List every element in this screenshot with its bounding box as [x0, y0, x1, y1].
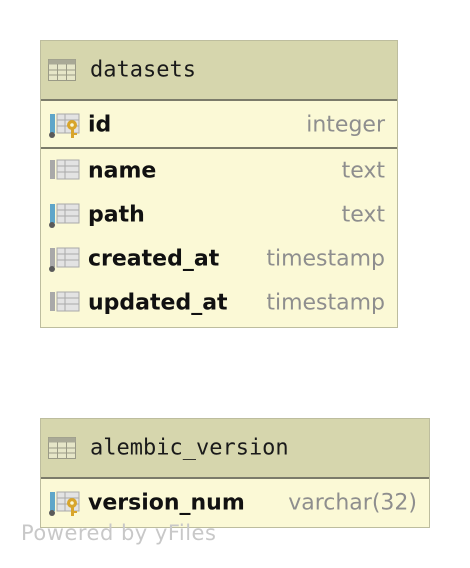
table-icon — [48, 59, 76, 81]
column-name: path — [88, 202, 145, 228]
table-icon — [48, 437, 76, 459]
table-row[interactable]: updated_at timestamp — [41, 281, 397, 325]
indexed-column-icon — [49, 203, 80, 228]
column-icon — [50, 159, 80, 180]
table-header[interactable]: datasets — [41, 41, 397, 101]
column-type: text — [341, 202, 385, 228]
column-name: created_at — [88, 246, 220, 272]
table-datasets[interactable]: datasets id integer name text — [40, 40, 398, 328]
primary-key-column-icon — [49, 491, 80, 516]
table-row[interactable]: version_num varchar(32) — [41, 481, 429, 525]
table-row[interactable]: path text — [41, 193, 397, 237]
column-name: updated_at — [88, 290, 228, 316]
column-name: version_num — [88, 490, 245, 516]
column-type: timestamp — [266, 246, 385, 272]
column-type: timestamp — [266, 290, 385, 316]
column-type: varchar(32) — [288, 490, 417, 516]
column-type: integer — [306, 112, 385, 138]
primary-key-divider — [41, 147, 397, 149]
table-alembic-version[interactable]: alembic_version version_num varchar(32) — [40, 418, 430, 528]
table-row[interactable]: id integer — [41, 103, 397, 147]
table-row[interactable]: created_at timestamp — [41, 237, 397, 281]
column-type: text — [341, 158, 385, 184]
primary-key-column-icon — [49, 113, 80, 138]
watermark-text: Powered by yFiles — [21, 521, 217, 545]
column-name: id — [88, 112, 112, 138]
column-name: name — [88, 158, 157, 184]
indexed-column-icon — [49, 247, 80, 272]
column-icon — [50, 291, 80, 312]
table-name: alembic_version — [90, 435, 289, 461]
table-name: datasets — [90, 57, 196, 83]
table-row[interactable]: name text — [41, 149, 397, 193]
table-header[interactable]: alembic_version — [41, 419, 429, 479]
